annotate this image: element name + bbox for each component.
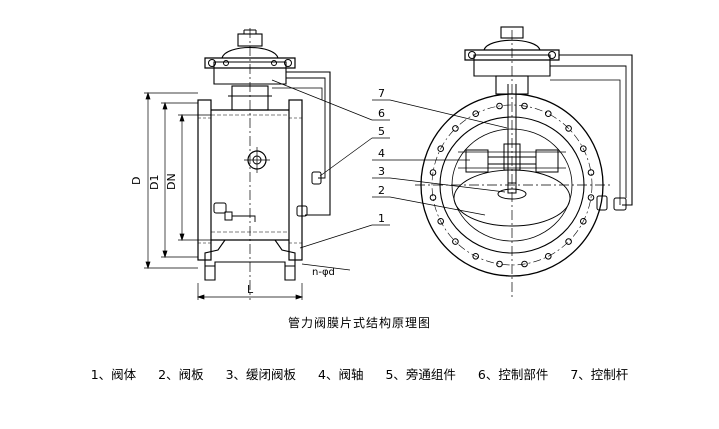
dim-dn-label: DN	[165, 173, 178, 190]
bolt-hole	[452, 125, 459, 132]
bolt-hole	[437, 218, 445, 225]
dim-d1-label: D1	[148, 175, 161, 190]
dimension-lines	[144, 91, 351, 300]
bolt-hole	[580, 145, 587, 152]
legend-item: 5、旁通组件	[385, 367, 456, 382]
bolt-hole	[437, 145, 445, 152]
bolt-hole	[545, 110, 552, 117]
callout-1: 1	[378, 212, 385, 225]
valve-drawing: D D1 DN L n-φd	[130, 26, 633, 300]
figure-caption: 管力阀膜片式结构原理图	[287, 316, 431, 330]
legend-item: 7、控制杆	[570, 367, 629, 382]
dim-l-label: L	[247, 283, 254, 296]
bolt-hole	[545, 252, 552, 260]
bolt-hole	[521, 102, 528, 110]
bolt-hole	[587, 169, 595, 176]
front-view	[415, 26, 633, 298]
flange-bolt-holes	[429, 102, 595, 268]
bolt-hole	[429, 169, 437, 176]
callout-7: 7	[378, 87, 385, 100]
legend-item: 3、缓闭阀板	[225, 367, 297, 382]
callout-6: 6	[378, 107, 385, 120]
bolt-hole	[580, 218, 587, 225]
bolt-hole	[565, 125, 572, 132]
callout-5: 5	[378, 125, 385, 138]
bolt-hole	[472, 110, 480, 117]
bolt-hole	[496, 102, 503, 110]
callout-3: 3	[378, 165, 385, 178]
bolt-hole	[429, 194, 437, 201]
legend-item: 2、阀板	[158, 367, 204, 382]
legend-item: 6、控制部件	[477, 367, 549, 382]
bolt-hole	[452, 238, 459, 245]
legend-item: 4、阀轴	[318, 367, 364, 382]
bolt-hole	[521, 260, 528, 268]
bolt-hole	[472, 252, 480, 260]
dim-d-label: D	[130, 177, 143, 185]
callout-4: 4	[378, 147, 385, 160]
bolt-hole	[496, 260, 503, 268]
parts-legend: 1、阀体 2、阀板 3、缓闭阀板 4、阀轴 5、旁通组件 6、控制部件 7、控制…	[0, 364, 719, 383]
callout-2: 2	[378, 184, 385, 197]
bolt-hole	[587, 194, 595, 201]
legend-item: 1、阀体	[90, 367, 137, 382]
callout-leaders	[271, 79, 508, 249]
side-view	[197, 28, 331, 300]
dim-bolts-label: n-φd	[312, 267, 335, 278]
bolt-hole	[565, 238, 572, 245]
